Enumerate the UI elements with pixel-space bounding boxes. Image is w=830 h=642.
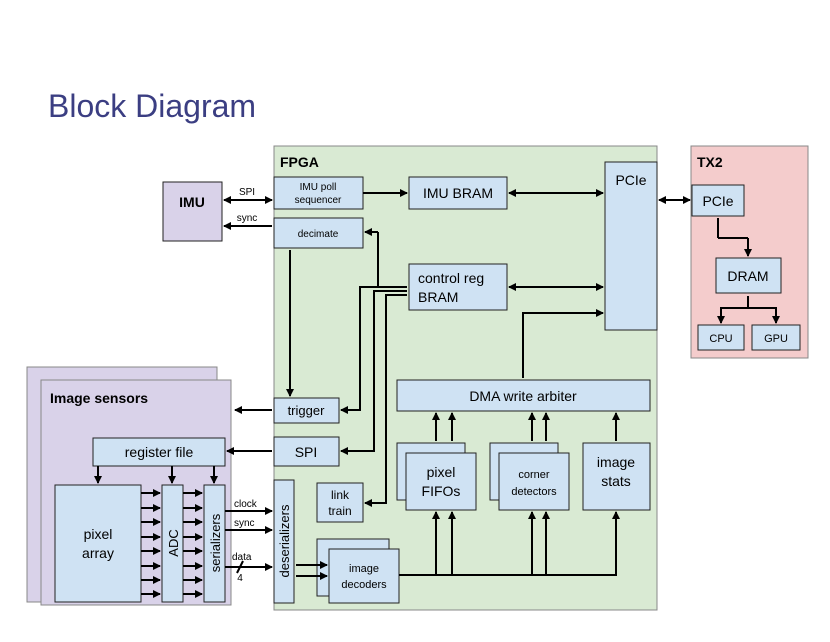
register-file-label: register file (125, 444, 194, 460)
imu-poll-sequencer (273, 176, 364, 210)
pixel-fifos-block (405, 452, 477, 511)
deserializers-block (273, 479, 295, 604)
register-file-block (92, 437, 226, 467)
control-reg-bram-block (408, 263, 508, 311)
image-decoders-label-1: image (349, 563, 379, 575)
wire-data-slash (236, 560, 244, 574)
tx2-pcie-block (691, 184, 745, 217)
pixel-fifos-label-1: pixel (427, 464, 456, 480)
deserializers-label: deserializers (277, 504, 292, 577)
link-train-block (316, 482, 364, 523)
pixel-adc-lanes (141, 489, 161, 598)
control-reg-label-1: control reg (418, 270, 484, 286)
connections (94, 189, 780, 580)
image-decoders-label-2: decoders (341, 579, 387, 591)
control-reg-label-2: BRAM (418, 289, 458, 305)
corner-label-2: detectors (511, 486, 557, 498)
gpu-label: GPU (764, 333, 788, 345)
imu-poll-label-1: IMU poll (300, 182, 337, 193)
adc-label: ADC (166, 529, 181, 556)
image-stats-label-1: image (597, 454, 635, 470)
decimate-label: decimate (298, 229, 339, 240)
spi-label: SPI (295, 444, 318, 460)
adc-serializer-lanes (183, 489, 203, 598)
image-sensors-label: Image sensors (50, 390, 148, 406)
decimate-block (273, 217, 364, 249)
image-decoders-block (328, 548, 400, 604)
wire-ctrl-spi (340, 290, 407, 455)
fpga-label: FPGA (280, 154, 319, 170)
signal-spi-label: SPI (239, 187, 255, 198)
pixel-array-label-1: pixel (84, 526, 113, 542)
dram-block (715, 257, 782, 294)
page-title: Block Diagram (48, 88, 257, 124)
spi-block (273, 436, 340, 467)
serializers-block (203, 484, 226, 603)
tx2-label: TX2 (697, 154, 723, 170)
signal-sync2-label: sync (234, 518, 255, 529)
wire-decoder-bus (399, 511, 620, 576)
corner-label-1: corner (518, 469, 550, 481)
dma-write-arbiter-block (396, 379, 651, 412)
corner-detectors-block (498, 452, 570, 511)
dma-label: DMA write arbiter (469, 388, 577, 404)
wire-ctrl-trigger (340, 286, 407, 414)
tx2-pcie-label: PCIe (702, 193, 733, 209)
wire-dram-gpu (748, 307, 780, 324)
link-train-label-1: link (331, 488, 350, 502)
gpu-block (751, 324, 801, 351)
trigger-block (273, 397, 340, 424)
cpu-label: CPU (709, 333, 732, 345)
imu-bram-label: IMU BRAM (423, 185, 493, 201)
adc-block (161, 484, 184, 603)
trigger-label: trigger (288, 403, 326, 418)
image-stats-block (582, 442, 651, 511)
cpu-block (697, 324, 745, 351)
pixel-array-block (54, 484, 142, 603)
image-stats-label-2: stats (601, 473, 631, 489)
serializers-label: serializers (208, 513, 223, 572)
signal-clock-label: clock (234, 499, 258, 510)
signal-sync-label: sync (237, 213, 258, 224)
imu-block (162, 181, 223, 242)
wire-dma-pcie (522, 309, 604, 378)
pixel-fifos-label-2: FIFOs (422, 483, 461, 499)
wire-dram-cpu (717, 307, 748, 324)
imu-bram-block (408, 176, 508, 210)
dram-label: DRAM (727, 268, 768, 284)
pixel-array-label-2: array (82, 545, 114, 561)
signal-data-label: data (232, 552, 252, 563)
imu-label: IMU (179, 194, 205, 210)
fpga-pcie-block (604, 161, 658, 331)
signal-data-width-label: 4 (237, 573, 243, 584)
wire-ctrl-link (364, 294, 407, 507)
fpga-pcie-label: PCIe (615, 172, 646, 188)
link-train-label-2: train (328, 504, 351, 518)
imu-poll-label-2: sequencer (295, 195, 342, 206)
